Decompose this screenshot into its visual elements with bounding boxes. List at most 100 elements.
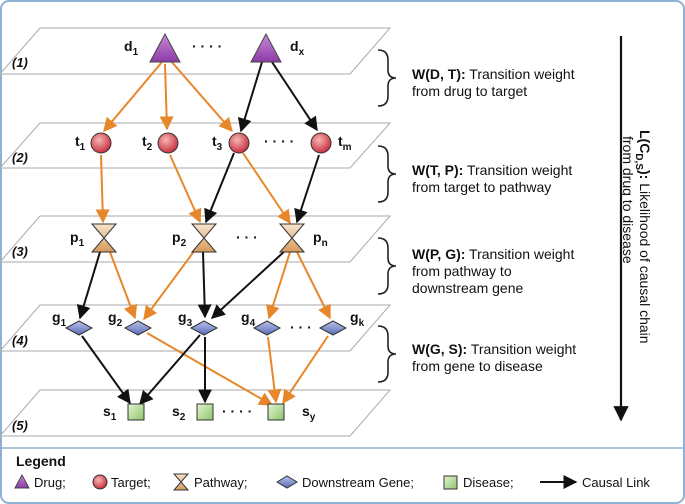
weight-2-line2: from target to pathway <box>412 179 551 195</box>
link-dx-tm <box>271 61 318 132</box>
pathway-node-p1[interactable] <box>90 223 118 253</box>
label-g4: g4 <box>241 309 256 329</box>
weight-3-line3: downstream gene <box>412 280 524 296</box>
likelihood-line2: from drug to disease <box>620 136 636 264</box>
layer-plane-2 <box>0 122 392 169</box>
weight-3-line2: from pathway to <box>412 263 512 279</box>
weight-descriptions: W(D, T): Transition weight from drug to … <box>412 66 576 374</box>
disease-node-s2[interactable] <box>196 403 214 421</box>
layer-label-4: (4) <box>12 333 28 348</box>
link-pn-gk <box>296 251 331 320</box>
brace-4 <box>377 325 397 383</box>
link-gk-sy <box>282 335 329 405</box>
label-g1: g1 <box>52 309 67 329</box>
link-d1-t3 <box>169 59 233 133</box>
target-node-t2[interactable] <box>157 132 179 154</box>
drug-nodes <box>149 32 282 63</box>
label-tm: tm <box>338 133 352 153</box>
link-g1-s1 <box>81 335 131 405</box>
link-p1-g1 <box>76 251 101 320</box>
link-t3-pn <box>242 152 291 225</box>
link-dx-t3 <box>237 61 263 133</box>
link-g2-sy <box>146 332 274 406</box>
drug-node-dx[interactable] <box>250 32 282 63</box>
label-g3: g3 <box>178 309 193 329</box>
brace-2 <box>377 145 397 203</box>
gene-node-gk[interactable] <box>318 320 348 336</box>
legend-gene-label: Downstream Gene; <box>302 475 414 490</box>
link-d1-t2 <box>159 63 174 131</box>
layer-plane-1 <box>0 27 392 75</box>
ellipsis-diseases: · · · · <box>222 403 252 419</box>
label-s1: s1 <box>103 403 117 423</box>
ellipsis-targets: · · · · <box>264 133 294 149</box>
legend-causal-link-label: Causal Link <box>582 475 650 490</box>
legend: Legend Drug; Target; Pathway; Downstream… <box>14 453 650 491</box>
legend-target-label: Target; <box>111 475 151 490</box>
link-t2-p2 <box>169 154 202 224</box>
legend-disease-label: Disease; <box>463 475 514 490</box>
gene-node-g2[interactable] <box>123 320 153 336</box>
link-p1-g2 <box>109 251 138 320</box>
link-t1-p1 <box>95 154 110 224</box>
legend-drug-icon <box>14 473 30 489</box>
orange-links <box>95 59 331 406</box>
label-t1: t1 <box>75 133 86 153</box>
link-p2-g2 <box>143 249 196 321</box>
label-p1: p1 <box>70 229 85 249</box>
brace-1 <box>377 49 397 107</box>
legend-disease-icon <box>443 475 458 490</box>
layer-label-5: (5) <box>12 418 28 433</box>
legend-gene-icon <box>276 475 298 489</box>
target-node-t1[interactable] <box>90 132 112 154</box>
label-gk: gk <box>350 309 365 329</box>
legend-title: Legend <box>16 453 66 469</box>
label-g2: g2 <box>108 309 123 329</box>
gene-nodes <box>64 320 348 336</box>
legend-drug-label: Drug; <box>34 475 66 490</box>
ellipsis-genes: · · · <box>290 319 312 335</box>
layer-plane-3 <box>0 215 392 263</box>
label-pn: pn <box>313 229 328 249</box>
weight-4-line1: W(G, S): Transition weight <box>412 341 576 357</box>
link-d1-t1 <box>103 61 163 133</box>
gene-node-g4[interactable] <box>252 320 282 336</box>
drug-node-d1[interactable] <box>149 32 181 63</box>
node-labels: d1 dx · · · · t1 t2 t3 tm · · · · p1 p2 … <box>52 38 365 423</box>
target-nodes <box>90 132 332 154</box>
disease-nodes <box>127 403 285 421</box>
link-g4-sy <box>267 336 282 404</box>
gene-node-g3[interactable] <box>189 320 219 336</box>
link-tm-pn <box>294 154 320 224</box>
target-node-tm[interactable] <box>310 132 332 154</box>
legend-pathway-icon <box>172 473 190 491</box>
weight-1-line2: from drug to target <box>412 83 527 99</box>
weight-3-line1: W(P, G): Transition weight <box>412 246 574 262</box>
label-sy: sy <box>302 403 316 423</box>
weight-2-line1: W(T, P): Transition weight <box>412 162 572 178</box>
weight-4-line2: from gene to disease <box>412 358 543 374</box>
link-p2-g3 <box>197 251 212 319</box>
likelihood-line1: L(CD,S): Likelihood of causal chain <box>633 130 653 344</box>
pathway-nodes <box>90 223 306 253</box>
gene-node-g1[interactable] <box>64 320 94 336</box>
layer-label-2: (2) <box>12 150 28 165</box>
pathway-node-p2[interactable] <box>190 223 218 253</box>
label-t2: t2 <box>142 133 153 153</box>
disease-node-sy[interactable] <box>267 403 285 421</box>
link-pn-g4 <box>266 251 291 320</box>
layer-label-3: (3) <box>12 244 28 259</box>
layer-label-1: (1) <box>12 55 28 70</box>
link-t3-p2 <box>204 152 235 224</box>
black-links <box>76 61 320 406</box>
target-node-t3[interactable] <box>228 132 250 154</box>
layer-plane-5 <box>0 389 392 437</box>
label-p2: p2 <box>172 229 187 249</box>
likelihood-text: L(CD,S): Likelihood of causal chain from… <box>620 130 653 344</box>
disease-node-s1[interactable] <box>127 403 145 421</box>
weight-1-line1: W(D, T): Transition weight <box>412 66 575 82</box>
pathway-node-pn[interactable] <box>278 223 306 253</box>
ellipsis-pathways: · · · <box>236 229 258 245</box>
label-s2: s2 <box>172 403 186 423</box>
